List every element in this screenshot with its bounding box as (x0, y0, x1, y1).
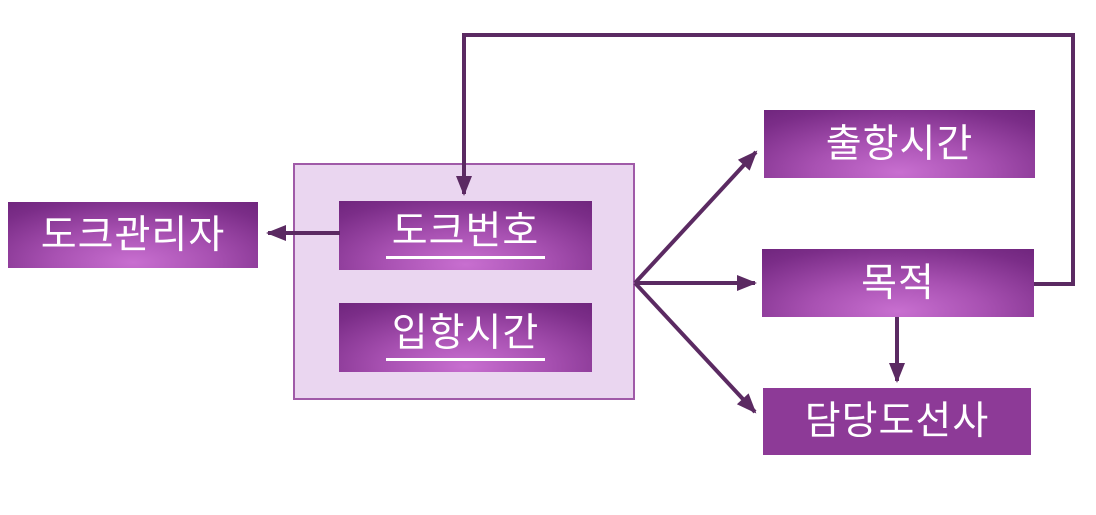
node-purpose-label: 목적 (861, 261, 935, 305)
node-pilot: 담당도선사 (763, 388, 1031, 455)
node-dock-number-label: 도크번호 (385, 212, 546, 259)
node-departure-time: 출항시간 (764, 110, 1035, 178)
edge-group-to-pilot (633, 281, 757, 414)
node-purpose: 목적 (762, 249, 1034, 317)
node-arrival-time-label: 입항시간 (385, 314, 546, 361)
edge-group-to-departure-time (633, 150, 758, 285)
node-dock-manager: 도크관리자 (8, 202, 258, 268)
node-departure-time-label: 출항시간 (825, 122, 974, 166)
node-pilot-label: 담당도선사 (804, 400, 990, 443)
node-arrival-time: 입항시간 (339, 303, 592, 372)
node-dock-manager-label: 도크관리자 (40, 213, 226, 257)
node-dock-number: 도크번호 (339, 201, 592, 270)
